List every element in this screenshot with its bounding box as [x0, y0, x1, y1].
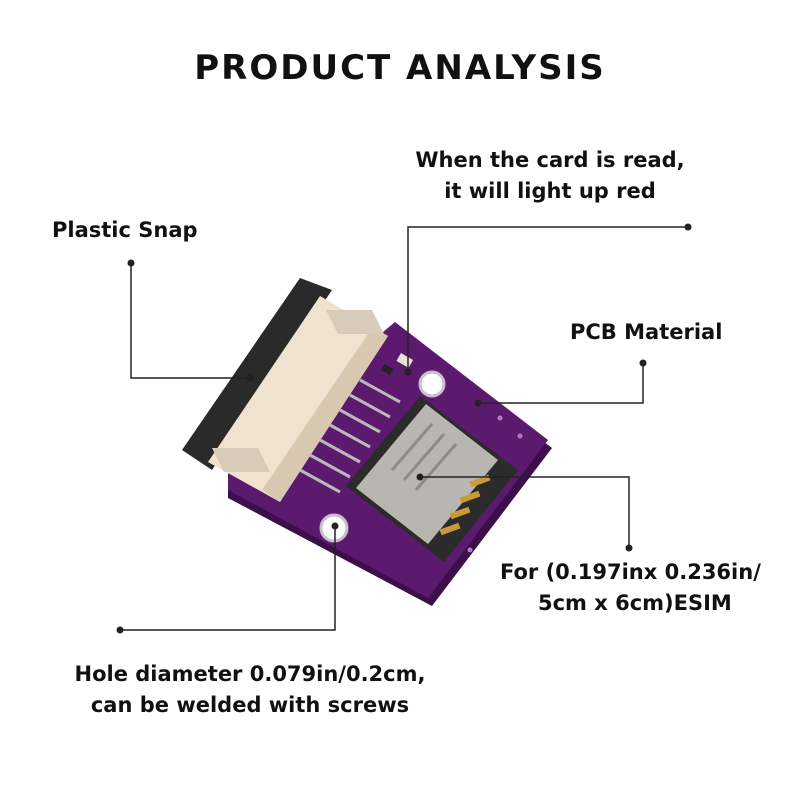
callout-hole-line2: can be welded with screws	[90, 693, 410, 717]
callout-dot-hole-end	[331, 522, 339, 530]
via	[467, 547, 473, 553]
callout-snap-label: Plastic Snap	[52, 218, 198, 242]
callout-pcb-label: PCB Material	[570, 320, 723, 344]
connector-shade	[262, 328, 388, 502]
esim-holder-metal	[356, 404, 498, 544]
esim-holder-grooves	[390, 423, 458, 491]
callout-line-snap	[130, 263, 250, 379]
callout-esim-label: For (0.197inx 0.236in/ 5cm x 6cm)ESIM	[500, 557, 761, 619]
connector-black-latch	[182, 278, 332, 470]
plastic-connector	[182, 278, 401, 502]
callout-line-pcb	[478, 363, 644, 404]
callout-dot-hole	[116, 626, 124, 634]
callout-line-hole	[120, 526, 336, 631]
callout-dot-esim	[625, 544, 633, 552]
callout-dot-led-end	[404, 368, 412, 376]
connector-cap-bottom	[212, 448, 270, 472]
callout-esim-line2: 5cm x 6cm)ESIM	[538, 591, 732, 615]
callout-line-led	[407, 226, 688, 372]
page-title: PRODUCT ANALYSIS	[194, 48, 606, 88]
callout-dot-snap-end	[246, 374, 254, 382]
callout-led-line1: When the card is read,	[415, 148, 685, 172]
connector-pins	[299, 378, 401, 494]
callout-dot-pcb-end	[474, 399, 482, 407]
callout-hole-line1: Hole diameter 0.079in/0.2cm,	[74, 662, 426, 686]
callout-led-line2: it will light up red	[444, 179, 656, 203]
mount-hole-top	[418, 370, 446, 398]
callout-dot-snap	[127, 259, 135, 267]
esim-gold-contacts	[439, 474, 491, 536]
callout-dots	[116, 223, 692, 634]
callout-lines	[120, 226, 688, 631]
via	[497, 415, 503, 421]
led-component	[396, 353, 414, 368]
callout-dot-led	[684, 223, 692, 231]
callout-led-label: When the card is read, it will light up …	[400, 145, 700, 207]
via	[517, 433, 523, 439]
callout-esim-line1: For (0.197inx 0.236in/	[500, 560, 761, 584]
callout-hole-label: Hole diameter 0.079in/0.2cm, can be weld…	[40, 659, 460, 721]
resistor-component	[381, 364, 394, 376]
esim-holder	[346, 396, 518, 562]
callout-dot-pcb	[639, 359, 647, 367]
callout-dot-esim-end	[416, 473, 424, 481]
connector-cap-top	[326, 310, 384, 334]
callout-line-esim	[420, 476, 630, 548]
